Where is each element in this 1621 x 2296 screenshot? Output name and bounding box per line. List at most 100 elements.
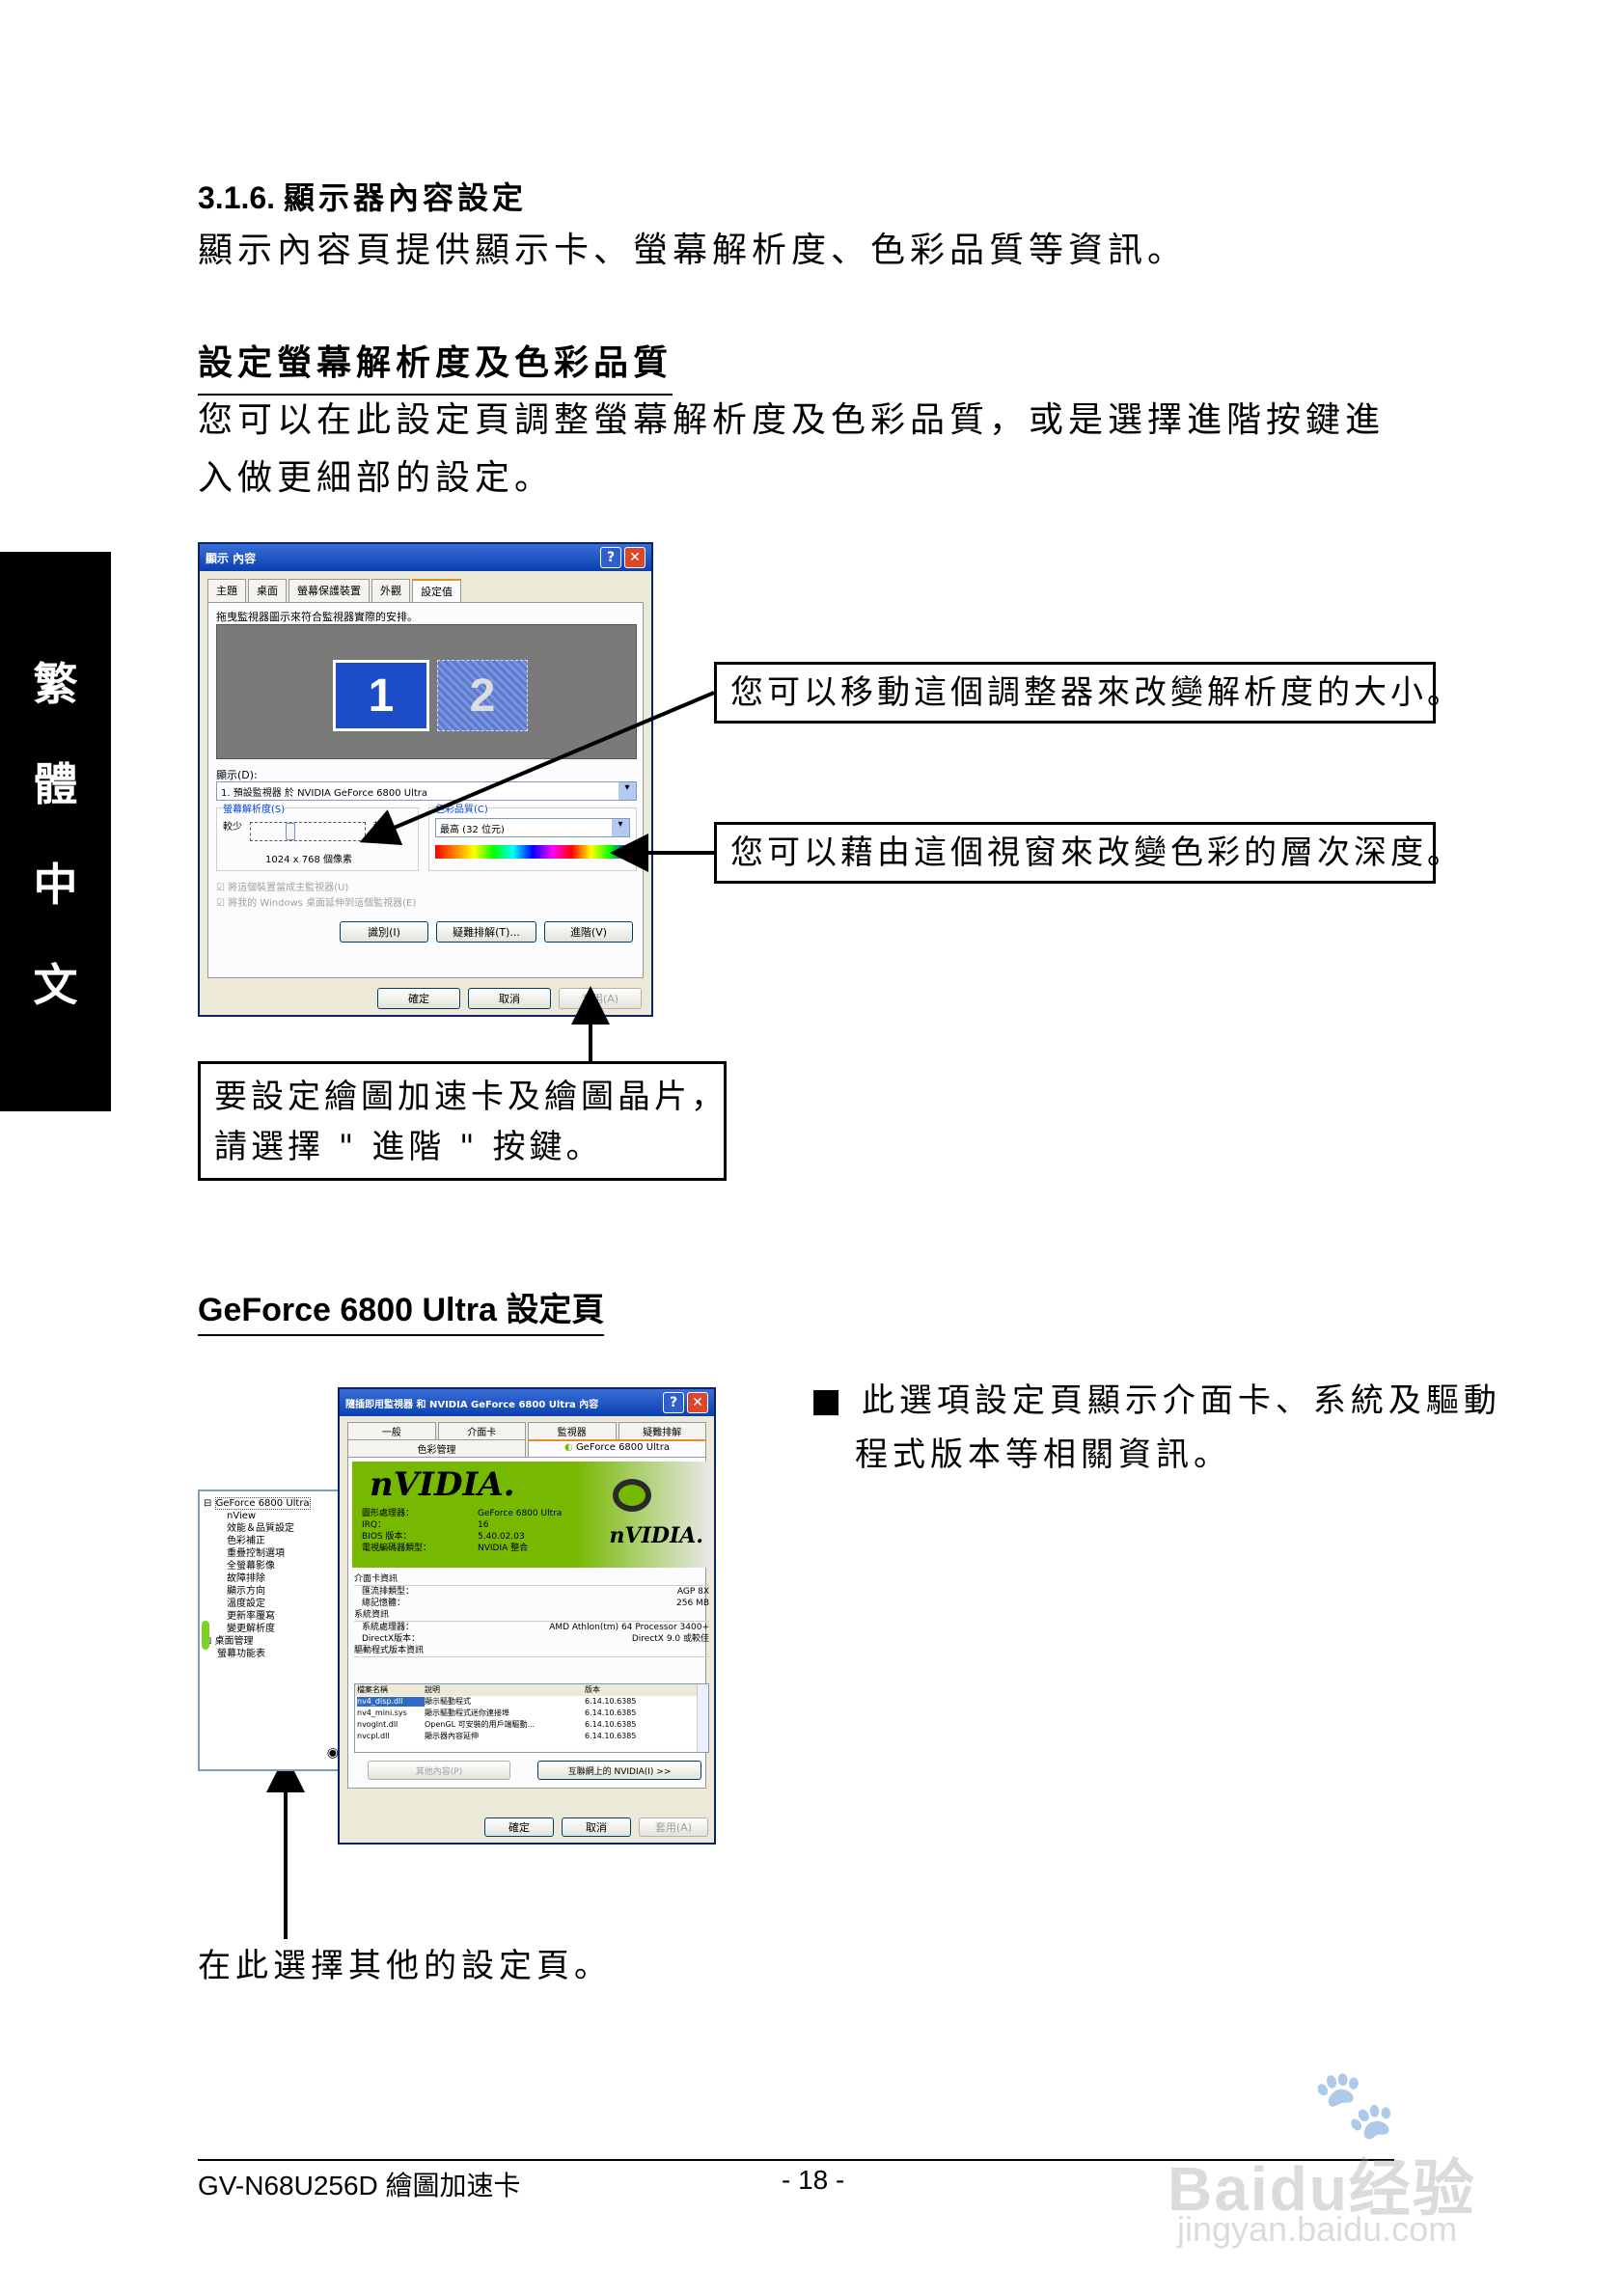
tab-screensaver[interactable]: 螢幕保護裝置 (288, 579, 370, 602)
tab-color-management[interactable]: 色彩管理 (347, 1439, 526, 1457)
tab-appearance[interactable]: 外觀 (371, 579, 410, 602)
slider-thumb[interactable] (286, 823, 295, 840)
driver-desc: 顯示驅動程式迷你連接埠 (425, 1708, 509, 1717)
subsection-body-line2: 入做更細部的設定。 (198, 458, 555, 498)
system-value: AMD Athlon(tm) 64 Processor 3400+ (549, 1623, 709, 1632)
color-quality-value: 最高 (32 位元) (440, 825, 505, 835)
tab-desktop[interactable]: 桌面 (248, 579, 287, 602)
close-button[interactable]: ✕ (687, 1392, 708, 1413)
tree-root[interactable]: ⊟ GeForce 6800 Ultra (204, 1497, 311, 1510)
driver-col-version[interactable]: 版本 (585, 1685, 600, 1694)
ok-button[interactable]: 確定 (377, 988, 460, 1009)
info-key: 圖形處理器： (362, 1509, 415, 1518)
close-button[interactable]: ✕ (624, 547, 646, 568)
bullet-line2: 程式版本等相關資訊。 (855, 1435, 1231, 1474)
help-button[interactable]: ? (663, 1392, 684, 1413)
watermark-url: jingyan.baidu.com (1177, 2209, 1458, 2249)
color-quality-group: 色彩品質(C) 最高 (32 位元) ▾ (428, 801, 637, 871)
section-number: 3.1.6. (198, 180, 276, 215)
tab-general[interactable]: 一般 (347, 1422, 436, 1439)
tree-note: 在此選擇其他的設定頁。 (198, 1947, 612, 1985)
driver-file: nvcpl.dll (357, 1732, 390, 1740)
tab-themes[interactable]: 主題 (207, 579, 246, 602)
tab-monitor[interactable]: 監視器 (528, 1422, 617, 1439)
nvidia-online-button[interactable]: 互聯網上的 NVIDIA(I) >> (537, 1761, 701, 1780)
checkbox-extend-desktop[interactable]: ☑ 將我的 Windows 桌面延伸到這個監視器(E) (216, 898, 417, 909)
system-key: 系統處理器： (362, 1623, 415, 1632)
tab-geforce-label: GeForce 6800 Ultra (575, 1442, 670, 1453)
other-properties-button[interactable]: 其他內容(P) (368, 1761, 510, 1780)
chevron-down-icon[interactable]: ▾ (612, 819, 629, 836)
ok-button[interactable]: 確定 (484, 1818, 554, 1837)
adapter-value: AGP 8X (676, 1587, 709, 1597)
display-select[interactable]: 1. 預設監視器 於 NVIDIA GeForce 6800 Ultra ▾ (216, 781, 637, 801)
footer-rule (198, 2159, 1394, 2161)
chevron-down-icon[interactable]: ▾ (618, 782, 636, 800)
tab-settings[interactable]: 設定值 (412, 579, 461, 602)
section-intro: 顯示內容頁提供顯示卡、螢幕解析度、色彩品質等資訊。 (198, 231, 1188, 270)
adapter-info: 介面卡資訊 匯流排類型：AGP 8X 總記憶體：256 MB 系統資訊 系統處理… (354, 1573, 709, 1657)
adapter-value: 256 MB (676, 1599, 709, 1608)
tree-item[interactable]: 效能＆品質設定 (227, 1523, 294, 1534)
info-value: GeForce 6800 Ultra (478, 1509, 563, 1518)
troubleshoot-button[interactable]: 疑難排解(T)... (436, 921, 536, 943)
identify-button[interactable]: 識別(I) (340, 921, 428, 943)
advanced-button[interactable]: 進階(V) (544, 921, 633, 943)
tree-item[interactable]: 顯示方向 (227, 1586, 265, 1597)
driver-col-file[interactable]: 檔案名稱 (357, 1685, 388, 1694)
section-title: 顯示器內容設定 (283, 179, 527, 216)
tab-adapter[interactable]: 介面卡 (437, 1422, 526, 1439)
driver-list-header: 檔案名稱 說明 版本 (355, 1684, 708, 1696)
tree-group-desktop[interactable]: ⊞ 桌面管理 (204, 1635, 346, 1648)
less-label: 較少 (223, 822, 242, 833)
tree-item[interactable]: 更新率覆寫 (227, 1611, 275, 1622)
tree-group-osd[interactable]: 螢幕功能表 (217, 1649, 265, 1659)
cancel-button[interactable]: 取消 (468, 988, 551, 1009)
tree-item[interactable]: 色彩補正 (227, 1536, 265, 1546)
color-quality-select[interactable]: 最高 (32 位元) ▾ (435, 818, 630, 837)
watermark-brand: Baidu经验 (1168, 2154, 1476, 2224)
tree-item[interactable]: nView (227, 1511, 257, 1521)
nvidia-eye-logo-icon (613, 1479, 651, 1512)
apply-button[interactable]: 套用(A) (639, 1818, 708, 1837)
info-row: BIOS 版本：5.40.02.03 (362, 1531, 562, 1543)
tree-group-label: 桌面管理 (214, 1636, 254, 1647)
help-button[interactable]: ? (600, 547, 621, 568)
tree-item[interactable]: 變更解析度 (227, 1624, 275, 1634)
info-key: IRQ： (362, 1520, 386, 1530)
nvidia-tray-icon[interactable]: ◉ (326, 1745, 339, 1761)
tree-item[interactable]: 重疊控制選項 (227, 1548, 285, 1559)
settings-panel: 拖曳監視器圖示來符合監視器實際的安排。 1 2 顯示(D): 1. 預設監視器 … (207, 602, 644, 978)
system-row: DirectX版本：DirectX 9.0 或較佳 (354, 1633, 709, 1645)
checkbox-label: 將這個裝置當成主監視器(U) (228, 883, 349, 893)
window-titlebar[interactable]: 顯示 內容 ? ✕ (200, 544, 651, 571)
footer-product: GV-N68U256D 繪圖加速卡 (198, 2171, 521, 2200)
tab-troubleshoot[interactable]: 疑難排解 (618, 1422, 706, 1439)
tab-geforce[interactable]: ◐ GeForce 6800 Ultra (528, 1439, 706, 1457)
nvidia-window-titlebar[interactable]: 隨插即用監視器 和 NVIDIA GeForce 6800 Ultra 內容 ?… (340, 1389, 714, 1416)
subsection-title-resolution: 設定螢幕解析度及色彩品質 (198, 336, 673, 396)
tree-item[interactable]: 溫度設定 (227, 1599, 265, 1609)
tree-scroll-indicator[interactable] (202, 1621, 209, 1650)
callout-advanced: 要設定繪圖加速卡及繪圖晶片， 請選擇 " 進階 " 按鍵。 (198, 1061, 727, 1181)
driver-header: 驅動程式版本資訊 (354, 1645, 709, 1657)
driver-version: 6.14.10.6385 (585, 1732, 637, 1740)
monitor-1-icon[interactable]: 1 (333, 660, 429, 731)
settings-tree-panel: ⊟ GeForce 6800 Ultra nView 效能＆品質設定 色彩補正 … (198, 1490, 352, 1771)
monitor-2-icon[interactable]: 2 (437, 660, 528, 731)
tree-item[interactable]: 故障排除 (227, 1573, 265, 1584)
checkbox-primary-monitor[interactable]: ☑ 將這個裝置當成主監視器(U) (216, 883, 349, 893)
tab-strip-row1: 一般 介面卡 監視器 疑難排解 (340, 1416, 714, 1439)
cancel-button[interactable]: 取消 (562, 1818, 631, 1837)
system-value: DirectX 9.0 或較佳 (631, 1634, 709, 1644)
tree-item[interactable]: 全螢幕影像 (227, 1561, 275, 1572)
nvidia-logo: nVIDIA. (370, 1465, 515, 1504)
driver-col-desc[interactable]: 說明 (425, 1685, 440, 1694)
driver-list-scrollbar[interactable] (697, 1684, 708, 1752)
tab-strip-row2: 色彩管理 ◐ GeForce 6800 Ultra (340, 1439, 714, 1457)
